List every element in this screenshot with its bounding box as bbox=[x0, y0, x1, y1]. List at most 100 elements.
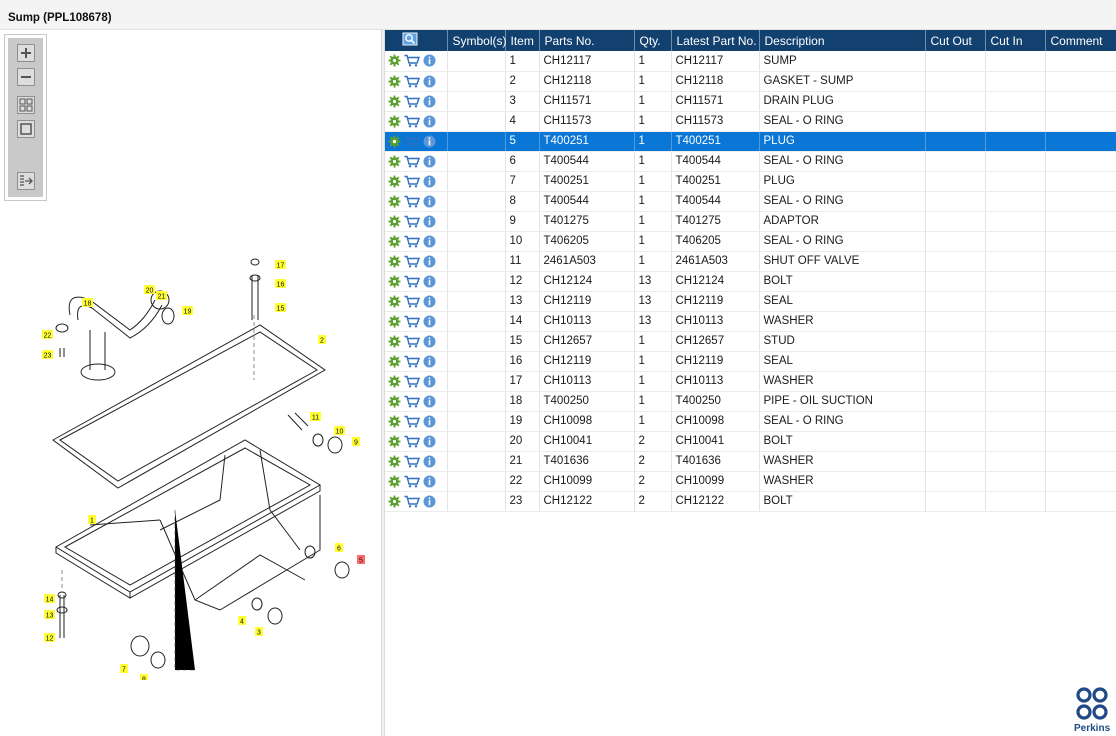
cart-icon[interactable] bbox=[404, 75, 420, 88]
gear-icon[interactable] bbox=[388, 455, 401, 468]
cart-icon[interactable] bbox=[404, 54, 420, 67]
gear-icon[interactable] bbox=[388, 295, 401, 308]
info-icon[interactable] bbox=[423, 175, 436, 188]
gear-icon[interactable] bbox=[388, 75, 401, 88]
callout-13[interactable]: 13 bbox=[44, 610, 55, 619]
gear-icon[interactable] bbox=[388, 335, 401, 348]
info-icon[interactable] bbox=[423, 135, 436, 148]
cart-icon[interactable] bbox=[404, 175, 420, 188]
callout-18[interactable]: 18 bbox=[82, 298, 93, 307]
gear-icon[interactable] bbox=[388, 95, 401, 108]
gear-icon[interactable] bbox=[388, 475, 401, 488]
callout-12[interactable]: 12 bbox=[44, 633, 55, 642]
info-icon[interactable] bbox=[423, 155, 436, 168]
search-column-header[interactable] bbox=[385, 30, 448, 51]
gear-icon[interactable] bbox=[388, 155, 401, 168]
callout-9[interactable]: 9 bbox=[352, 437, 360, 446]
callout-1[interactable]: 1 bbox=[88, 515, 96, 524]
cart-icon[interactable] bbox=[404, 215, 420, 228]
info-icon[interactable] bbox=[423, 295, 436, 308]
cart-icon[interactable] bbox=[404, 335, 420, 348]
callout-23[interactable]: 23 bbox=[42, 350, 53, 359]
cart-icon[interactable] bbox=[404, 455, 420, 468]
cart-icon[interactable] bbox=[404, 275, 420, 288]
gear-icon[interactable] bbox=[388, 235, 401, 248]
cart-icon[interactable] bbox=[404, 155, 420, 168]
fit-all-icon[interactable] bbox=[17, 96, 35, 114]
callout-4[interactable]: 4 bbox=[238, 616, 246, 625]
info-icon[interactable] bbox=[423, 95, 436, 108]
callout-6[interactable]: 6 bbox=[335, 543, 343, 552]
cart-icon[interactable] bbox=[404, 95, 420, 108]
callout-11[interactable]: 11 bbox=[310, 412, 321, 421]
column-header[interactable]: Comment bbox=[1045, 30, 1116, 51]
info-icon[interactable] bbox=[423, 495, 436, 508]
info-icon[interactable] bbox=[423, 395, 436, 408]
gear-icon[interactable] bbox=[388, 315, 401, 328]
cart-icon[interactable] bbox=[404, 235, 420, 248]
zoom-in-icon[interactable] bbox=[17, 44, 35, 62]
column-header[interactable]: Symbol(s) bbox=[447, 30, 507, 51]
info-icon[interactable] bbox=[423, 475, 436, 488]
gear-icon[interactable] bbox=[388, 175, 401, 188]
cart-icon[interactable] bbox=[404, 135, 420, 148]
column-header[interactable]: Qty. bbox=[634, 30, 672, 51]
cart-icon[interactable] bbox=[404, 375, 420, 388]
callout-14[interactable]: 14 bbox=[44, 594, 55, 603]
callout-19[interactable]: 19 bbox=[182, 306, 193, 315]
gear-icon[interactable] bbox=[388, 215, 401, 228]
cart-icon[interactable] bbox=[404, 495, 420, 508]
info-icon[interactable] bbox=[423, 75, 436, 88]
info-icon[interactable] bbox=[423, 455, 436, 468]
callout-7[interactable]: 7 bbox=[120, 664, 128, 673]
cart-icon[interactable] bbox=[404, 115, 420, 128]
callout-16[interactable]: 16 bbox=[275, 279, 286, 288]
cart-icon[interactable] bbox=[404, 295, 420, 308]
column-header[interactable]: Cut Out bbox=[925, 30, 986, 51]
cart-icon[interactable] bbox=[404, 435, 420, 448]
info-icon[interactable] bbox=[423, 235, 436, 248]
callout-3[interactable]: 3 bbox=[255, 627, 263, 636]
gear-icon[interactable] bbox=[388, 355, 401, 368]
column-header[interactable]: Cut In bbox=[985, 30, 1046, 51]
cart-icon[interactable] bbox=[404, 315, 420, 328]
cart-icon[interactable] bbox=[404, 395, 420, 408]
info-icon[interactable] bbox=[423, 215, 436, 228]
callout-2[interactable]: 2 bbox=[318, 335, 326, 344]
cart-icon[interactable] bbox=[404, 475, 420, 488]
info-icon[interactable] bbox=[423, 54, 436, 67]
zoom-out-icon[interactable] bbox=[17, 68, 35, 86]
cart-icon[interactable] bbox=[404, 195, 420, 208]
callout-21[interactable]: 21 bbox=[156, 291, 167, 300]
search-icon[interactable] bbox=[402, 31, 418, 47]
gear-icon[interactable] bbox=[388, 255, 401, 268]
cart-icon[interactable] bbox=[404, 255, 420, 268]
info-icon[interactable] bbox=[423, 275, 436, 288]
gear-icon[interactable] bbox=[388, 195, 401, 208]
gear-icon[interactable] bbox=[388, 415, 401, 428]
gear-icon[interactable] bbox=[388, 375, 401, 388]
info-icon[interactable] bbox=[423, 355, 436, 368]
info-icon[interactable] bbox=[423, 335, 436, 348]
callout-22[interactable]: 22 bbox=[42, 330, 53, 339]
info-icon[interactable] bbox=[423, 375, 436, 388]
column-header[interactable]: Description bbox=[759, 30, 926, 51]
gear-icon[interactable] bbox=[388, 115, 401, 128]
gear-icon[interactable] bbox=[388, 54, 401, 67]
gear-icon[interactable] bbox=[388, 495, 401, 508]
